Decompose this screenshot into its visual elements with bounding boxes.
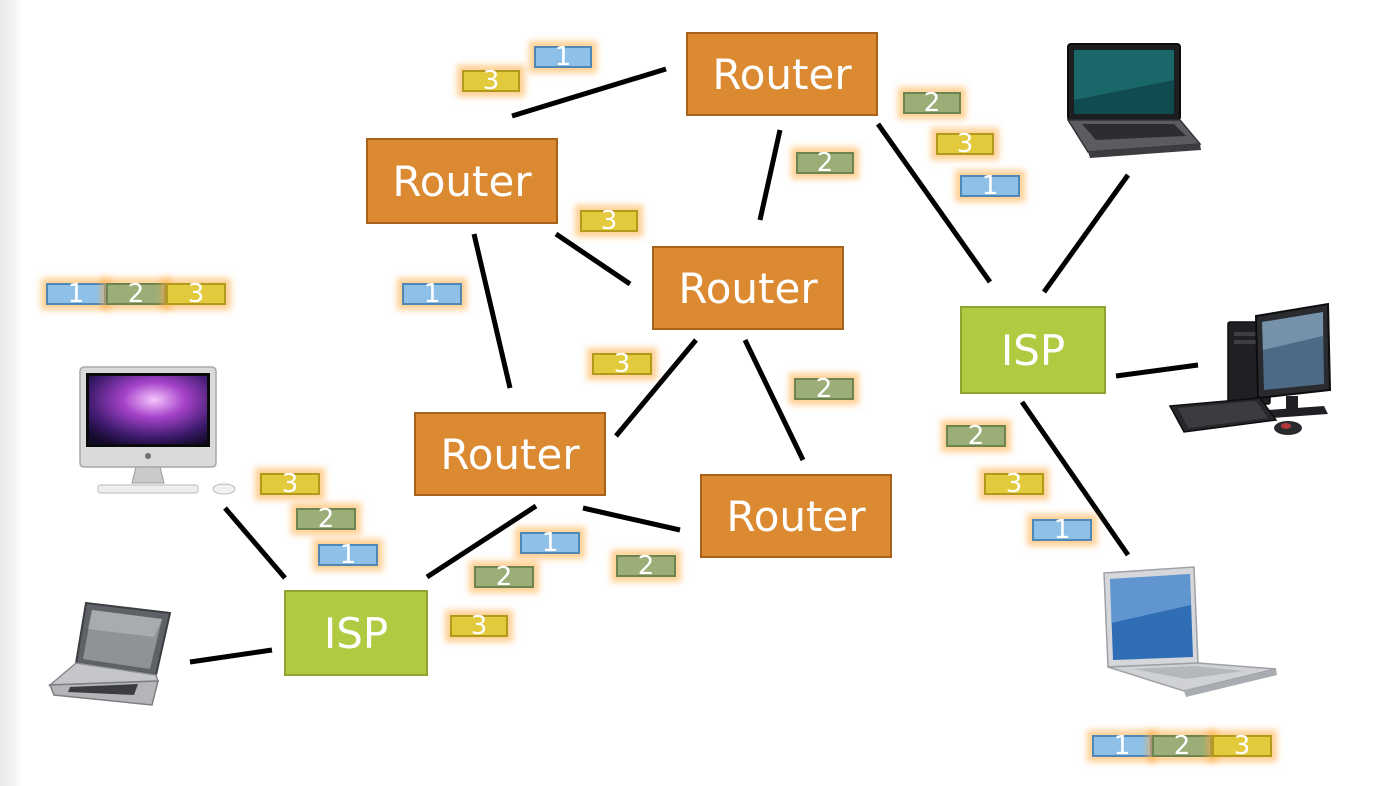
packet-transit-1: 1 [402, 281, 462, 307]
packet-transit-3: 3 [984, 471, 1044, 497]
link-router-top-isp-right [875, 122, 993, 284]
packet-transit-3: 3 [592, 351, 652, 377]
packet-source-1: 1 [46, 281, 106, 307]
packet-transit-2: 2 [946, 423, 1006, 449]
link-isp-right-desktop [1115, 362, 1199, 379]
link-router-top-router-center [757, 129, 783, 221]
router-lower-right: Router [700, 474, 892, 558]
isp-left: ISP [284, 590, 428, 676]
packet-transit-1: 1 [534, 44, 592, 70]
packet-destination-3: 3 [1212, 733, 1272, 759]
link-router-center-router-lower-left [614, 338, 698, 438]
packet-destination-2: 2 [1152, 733, 1212, 759]
packet-transit-3: 3 [450, 613, 508, 639]
packet-transit-1: 1 [1032, 517, 1092, 543]
link-router-top-router-left [511, 66, 667, 119]
packet-transit-3: 3 [260, 471, 320, 497]
link-router-center-router-lower-right [742, 338, 806, 462]
packet-transit-1: 1 [520, 530, 580, 556]
packet-transit-2: 2 [794, 376, 854, 402]
link-router-lower-left-router-lower-right [582, 505, 681, 533]
packet-transit-2: 2 [616, 553, 676, 579]
router-left: Router [366, 138, 558, 224]
link-isp-left-laptop [189, 647, 273, 665]
link-router-left-router-lower-left [471, 233, 513, 389]
packet-transit-2: 2 [474, 564, 534, 590]
packet-transit-2: 2 [296, 506, 356, 532]
packet-transit-2: 2 [796, 150, 854, 176]
link-isp-left-imac [223, 506, 287, 580]
packet-source-3: 3 [166, 281, 226, 307]
router-center: Router [652, 246, 844, 330]
packet-source-2: 2 [106, 281, 166, 307]
packet-transit-3: 3 [580, 208, 638, 234]
router-top: Router [686, 32, 878, 116]
packet-transit-1: 1 [318, 542, 378, 568]
packet-destination-1: 1 [1092, 733, 1152, 759]
link-router-left-router-center [554, 231, 632, 287]
imac-desktop-icon [79, 366, 236, 495]
router-lower-left: Router [414, 412, 606, 496]
laptop-left-icon [48, 601, 172, 706]
desktop-tower-icon [1168, 302, 1332, 435]
link-router-lower-left-isp-left [425, 503, 538, 580]
packet-transit-1: 1 [960, 173, 1020, 199]
packet-transit-3: 3 [936, 131, 994, 157]
link-isp-right-macbook [1019, 400, 1131, 557]
isp-right: ISP [960, 306, 1106, 394]
packet-transit-3: 3 [462, 68, 520, 94]
packet-transit-2: 2 [903, 90, 961, 116]
slide-edge-shade [0, 0, 22, 786]
laptop-top-right-icon [1066, 43, 1202, 158]
link-isp-right-laptop-top [1041, 173, 1131, 294]
macbook-icon [1103, 566, 1277, 697]
